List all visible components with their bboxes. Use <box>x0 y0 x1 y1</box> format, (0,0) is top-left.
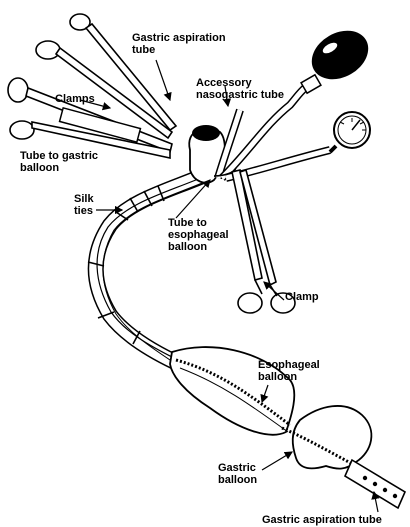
label-esophageal-balloon: Esophageal balloon <box>258 359 320 383</box>
label-tube-to-esophageal-balloon: Tube to esophageal balloon <box>168 217 229 253</box>
label-silk-ties: Silk ties <box>74 193 94 217</box>
label-accessory-nasogastric-tube: Accessory nasogastric tube <box>196 77 284 101</box>
aspiration-tube-tip <box>345 460 405 508</box>
gastric-balloon <box>282 406 371 469</box>
pressure-gauge <box>330 112 370 152</box>
label-gastric-aspiration-tube-bottom: Gastric aspiration tube <box>262 514 382 526</box>
label-gastric-balloon: Gastric balloon <box>218 462 257 486</box>
label-gastric-aspiration-tube-top: Gastric aspiration tube <box>132 32 226 56</box>
inflation-bulb <box>301 21 377 93</box>
label-tube-to-gastric-balloon: Tube to gastric balloon <box>20 150 98 174</box>
label-clamp: Clamp <box>285 291 319 303</box>
label-clamps: Clamps <box>55 93 95 105</box>
